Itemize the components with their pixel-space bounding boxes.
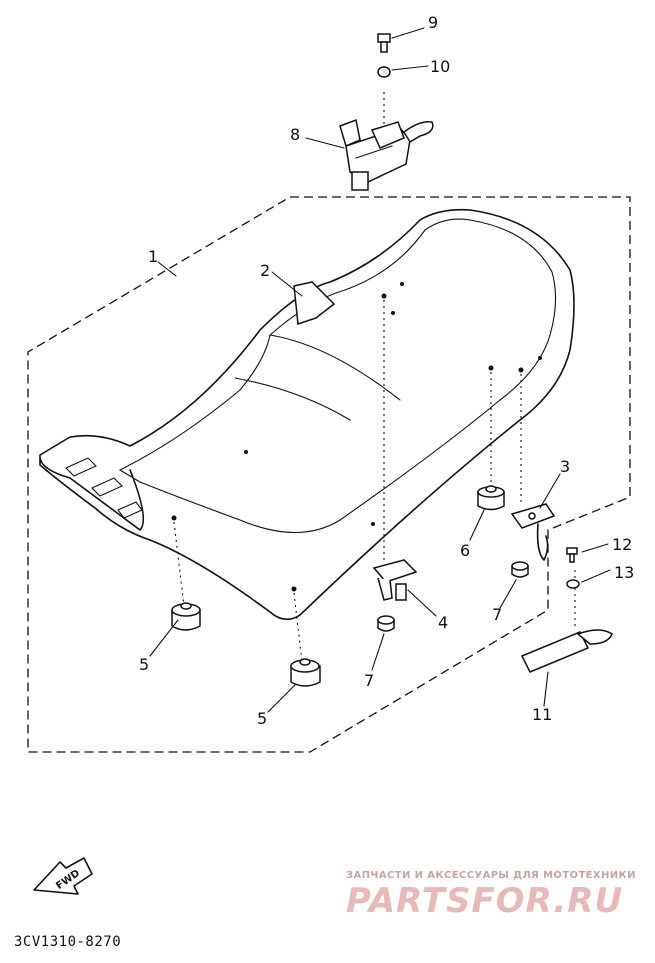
part-5-damper-left	[171, 602, 201, 631]
mount-hole	[391, 311, 395, 315]
handle-slot-3	[117, 501, 143, 519]
mount-hole	[381, 293, 387, 299]
leader-5a	[149, 619, 179, 657]
leader-2	[271, 271, 303, 297]
part-4-bracket	[372, 559, 418, 601]
part-13-washer	[566, 579, 580, 589]
leader-6	[469, 509, 485, 541]
callout-8: 8	[290, 125, 300, 144]
part-8-seat-lock	[339, 118, 434, 191]
callout-5: 5	[257, 709, 267, 728]
part-7-grommet-a	[377, 615, 395, 632]
seat-crease-2	[269, 334, 401, 401]
leader-5b	[267, 683, 297, 713]
part-12-bolt	[566, 547, 578, 563]
mount-hole	[400, 282, 404, 286]
leader-9	[391, 27, 425, 39]
part-3-hook-bracket	[510, 503, 556, 561]
align-line	[173, 521, 185, 607]
part-7-grommet-b	[511, 561, 529, 578]
fwd-label: FWD	[54, 868, 82, 892]
handle-slot-2	[91, 477, 123, 497]
part-11-lever	[520, 629, 613, 673]
callout-12: 12	[612, 535, 632, 554]
part-6-damper	[477, 485, 505, 511]
leader-13	[581, 569, 611, 583]
leader-7b	[499, 579, 517, 609]
leader-3	[539, 473, 561, 509]
callout-11: 11	[532, 705, 552, 724]
handle-slot-1	[65, 457, 97, 477]
seat-piping	[118, 218, 557, 533]
callout-2: 2	[260, 261, 270, 280]
callout-10: 10	[430, 57, 450, 76]
mount-hole	[371, 522, 375, 526]
seat-crease	[234, 377, 351, 421]
watermark-tagline: ЗАПЧАСТИ И АКСЕССУАРЫ ДЛЯ МОТОТЕХНИКИ	[346, 870, 636, 881]
mount-hole	[244, 450, 248, 454]
part-5-damper-right	[290, 658, 321, 687]
part-2-strap	[293, 281, 336, 326]
callout-5: 5	[139, 655, 149, 674]
leader-1	[157, 261, 177, 277]
callout-13: 13	[614, 563, 634, 582]
leader-4	[407, 589, 437, 617]
callout-3: 3	[560, 457, 570, 476]
leader-7a	[371, 633, 385, 671]
part-10-washer	[377, 66, 391, 78]
mount-hole	[291, 586, 297, 592]
mount-hole	[488, 365, 494, 371]
assembly-boundary	[27, 196, 631, 753]
callout-4: 4	[438, 613, 448, 632]
leader-11	[543, 671, 549, 707]
align-line	[293, 592, 303, 663]
seat-rear-handle	[39, 457, 145, 531]
leader-12	[581, 543, 609, 553]
fwd-arrow-icon: FWD	[33, 857, 93, 895]
callout-6: 6	[460, 541, 470, 560]
callout-7: 7	[492, 605, 502, 624]
leader-10	[391, 65, 429, 71]
part-9-bolt	[377, 33, 391, 53]
callout-9: 9	[428, 13, 438, 32]
leader-8	[305, 137, 345, 149]
drawing-code: 3CV1310-8270	[14, 934, 121, 950]
callout-1: 1	[148, 247, 158, 266]
callout-7: 7	[364, 671, 374, 690]
seat-outline	[39, 208, 575, 621]
mount-hole	[518, 367, 524, 373]
mount-hole	[171, 515, 177, 521]
watermark-logo: PARTSFOR.RU	[346, 881, 623, 921]
mount-hole	[538, 356, 542, 360]
